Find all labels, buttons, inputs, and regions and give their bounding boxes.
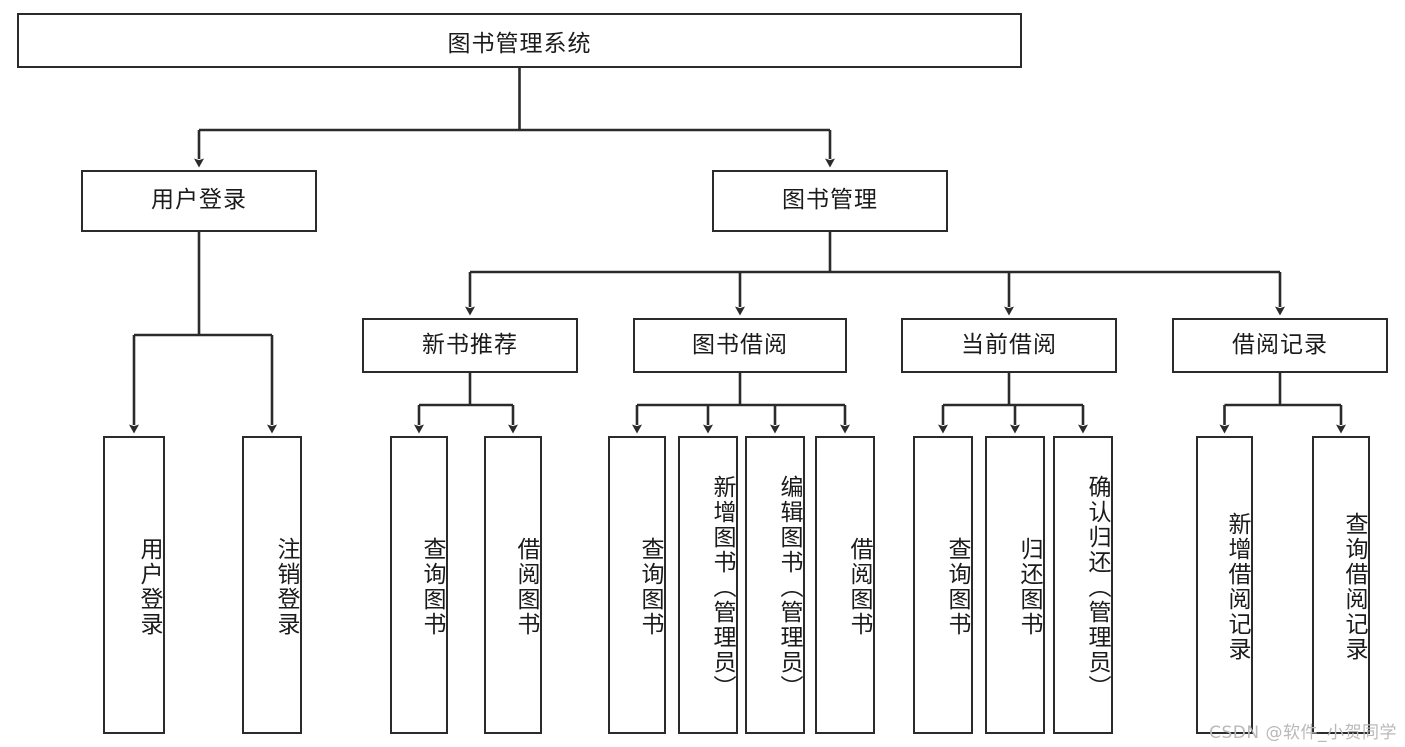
node-root[interactable]: 图书管理系统 bbox=[17, 13, 1022, 68]
node-label: 新增借阅记录 bbox=[1224, 512, 1250, 662]
node-label: 查询借阅记录 bbox=[1341, 512, 1367, 662]
node-leaf-10[interactable]: 归还图书 bbox=[985, 436, 1045, 734]
node-leaf-2[interactable]: 注销登录 bbox=[242, 436, 302, 734]
node-label: 借阅图书 bbox=[846, 537, 872, 637]
node-label: 新增图书（管理员） bbox=[709, 474, 735, 700]
node-label: 当前借阅 bbox=[961, 331, 1057, 358]
node-records[interactable]: 借阅记录 bbox=[1172, 318, 1388, 373]
node-label: 查询图书 bbox=[637, 537, 663, 637]
node-label: 确认归还（管理员） bbox=[1084, 474, 1110, 700]
node-current[interactable]: 当前借阅 bbox=[901, 318, 1117, 373]
node-label: 图书管理系统 bbox=[447, 30, 592, 57]
node-label: 图书借阅 bbox=[692, 331, 788, 358]
node-label: 查询图书 bbox=[419, 537, 445, 637]
node-label: 新书推荐 bbox=[422, 331, 518, 358]
node-label: 注销登录 bbox=[273, 537, 299, 637]
node-leaf-13[interactable]: 查询借阅记录 bbox=[1312, 436, 1370, 734]
node-label: 图书管理 bbox=[782, 187, 878, 214]
node-label: 用户登录 bbox=[151, 187, 247, 214]
node-login[interactable]: 用户登录 bbox=[81, 170, 317, 232]
node-leaf-3[interactable]: 查询图书 bbox=[390, 436, 448, 734]
node-bookmgmt[interactable]: 图书管理 bbox=[712, 170, 948, 232]
node-leaf-4[interactable]: 借阅图书 bbox=[484, 436, 542, 734]
node-label: 借阅图书 bbox=[513, 537, 539, 637]
node-leaf-11[interactable]: 确认归还（管理员） bbox=[1053, 436, 1113, 734]
node-leaf-8[interactable]: 借阅图书 bbox=[815, 436, 875, 734]
node-leaf-1[interactable]: 用户登录 bbox=[103, 436, 165, 734]
node-leaf-7[interactable]: 编辑图书（管理员） bbox=[745, 436, 805, 734]
node-leaf-6[interactable]: 新增图书（管理员） bbox=[678, 436, 738, 734]
node-label: 归还图书 bbox=[1016, 537, 1042, 637]
node-label: 借阅记录 bbox=[1232, 331, 1328, 358]
node-borrow[interactable]: 图书借阅 bbox=[633, 318, 847, 373]
node-label: 查询图书 bbox=[944, 537, 970, 637]
node-label: 编辑图书（管理员） bbox=[776, 474, 802, 700]
node-newbooks[interactable]: 新书推荐 bbox=[362, 318, 578, 373]
node-leaf-9[interactable]: 查询图书 bbox=[913, 436, 973, 734]
node-label: 用户登录 bbox=[136, 537, 162, 637]
node-leaf-5[interactable]: 查询图书 bbox=[608, 436, 666, 734]
node-leaf-12[interactable]: 新增借阅记录 bbox=[1196, 436, 1253, 734]
csdn-watermark: CSDN @软件_小贺同学 bbox=[1209, 723, 1397, 743]
